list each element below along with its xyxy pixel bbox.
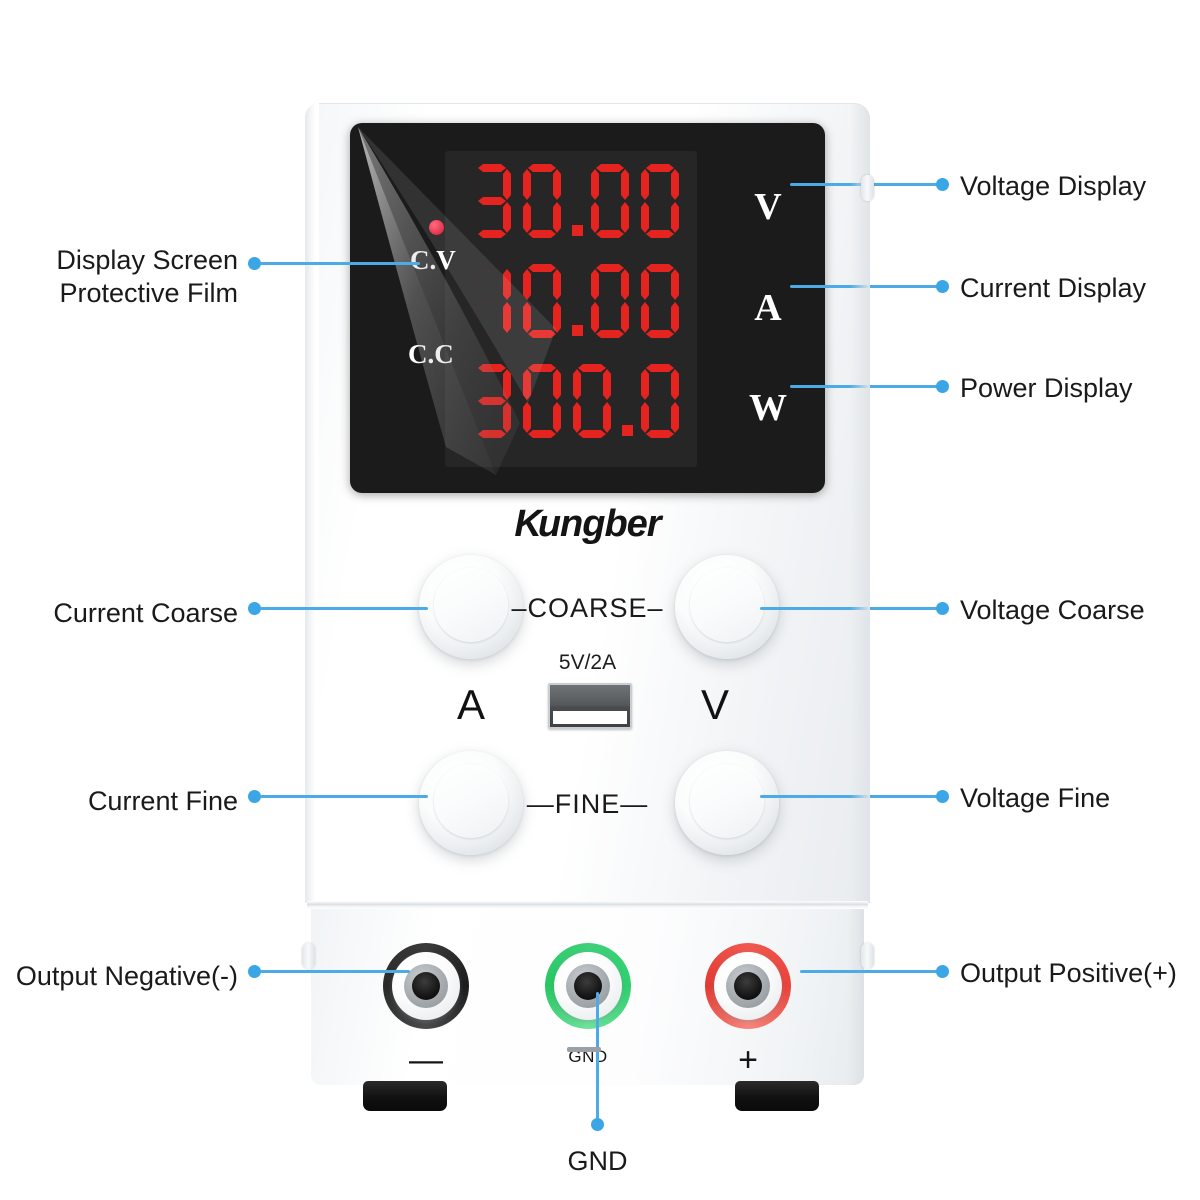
annotation-dot-power-display [936, 380, 949, 393]
annotation-dot-voltage-display [936, 178, 949, 191]
annotation-dot-current-display [936, 280, 949, 293]
current-digits [470, 263, 688, 339]
annotation-dot-voltage-fine [936, 790, 949, 803]
seg-digit [570, 363, 614, 439]
terminal-hole [412, 972, 440, 1000]
annotation-dot-output-negative [248, 965, 261, 978]
seg-digit [520, 263, 564, 339]
seg-digit [638, 263, 682, 339]
cv-mode-label: C.V [410, 245, 456, 275]
annotation-line-1: Current Coarse [53, 598, 238, 628]
annotation-dot-current-fine [248, 790, 261, 803]
annotation-label: Voltage Coarse [960, 595, 1145, 625]
annotation-power-display: Power Display [960, 372, 1133, 405]
annotation-line-1: Current Fine [87, 786, 238, 816]
annotation-current-coarse: Current Coarse [48, 597, 238, 630]
voltage-fine-knob[interactable] [675, 751, 779, 855]
annotation-voltage-display: Voltage Display [960, 170, 1146, 203]
usb-rating-label: 5V/2A [558, 651, 617, 674]
annotation-line-current-coarse [260, 607, 428, 610]
output-negative-terminal[interactable] [383, 943, 469, 1029]
power-supply-device: V A W C.V C.C [302, 103, 874, 1111]
annotation-dot-output-positive [936, 965, 949, 978]
output-positive-terminal[interactable] [705, 943, 791, 1029]
cc-mode-label: C.C [408, 339, 454, 369]
seg-digit [638, 163, 682, 239]
annotation-label: Voltage Fine [960, 783, 1111, 813]
side-screw-right-bottom [861, 943, 874, 969]
cv-indicator-led [429, 220, 444, 235]
voltage-letter-label: V [701, 681, 730, 728]
annotation-label: Current Display [960, 273, 1147, 303]
negative-symbol-label: — [409, 1041, 443, 1079]
voltage-unit-label: V [754, 186, 782, 228]
seg-digit [638, 363, 682, 439]
annotation-dot-voltage-coarse [936, 602, 949, 615]
rubber-foot-right [735, 1081, 819, 1111]
panel-seam [307, 901, 868, 909]
positive-symbol-label: + [738, 1041, 758, 1079]
current-unit-label: A [754, 287, 782, 329]
annotation-line-1: Output Negative(-) [15, 961, 238, 991]
annotation-voltage-fine: Voltage Fine [960, 782, 1110, 815]
fine-row-label: —FINE— [526, 789, 649, 819]
annotation-current-fine: Current Fine [48, 785, 238, 818]
seg-digit [588, 263, 632, 339]
led-display-screen: V A W C.V C.C [350, 123, 825, 493]
terminal-hole [734, 972, 762, 1000]
annotation-line-output-negative [260, 970, 410, 973]
brand-logo: Kungber [305, 503, 870, 546]
decimal-point [570, 163, 586, 239]
seg-digit [470, 163, 514, 239]
brand-name-rest: ungber [537, 503, 662, 545]
seg-digit [520, 363, 564, 439]
annotation-dot-gnd [591, 1118, 604, 1131]
annotation-line-display-film [260, 262, 420, 265]
seg-digit [470, 263, 514, 339]
power-digits [470, 363, 688, 439]
annotation-line-output-positive [800, 970, 938, 973]
ground-terminal[interactable] [545, 943, 631, 1029]
annotation-line-current-fine [260, 795, 428, 798]
annotation-dot-current-coarse [248, 602, 261, 615]
seg-digit [520, 163, 564, 239]
current-fine-knob[interactable] [419, 751, 523, 855]
annotation-label: Power Display [960, 373, 1133, 403]
current-letter-label: A [457, 681, 486, 728]
annotation-line-gnd [596, 992, 599, 1120]
side-screw-left-bottom [302, 943, 315, 969]
seg-digit [588, 163, 632, 239]
bottom-vent-slot [567, 1047, 601, 1052]
annotation-line-1: Display Screen [56, 245, 238, 275]
rubber-foot-left [363, 1081, 447, 1111]
annotation-label: GND [567, 1146, 628, 1176]
annotation-line-2: Protective Film [59, 277, 238, 308]
usb-port[interactable] [548, 683, 632, 729]
side-screw-right-top [861, 175, 874, 201]
decimal-point [570, 263, 586, 339]
annotation-display-film: Display Screen Protective Film [48, 244, 238, 310]
voltage-coarse-knob[interactable] [675, 555, 779, 659]
annotation-label: Voltage Display [960, 171, 1147, 201]
decimal-point [620, 363, 636, 439]
brand-k-mark: K [514, 503, 542, 545]
voltage-digits [470, 163, 688, 239]
seg-digit [470, 363, 514, 439]
annotation-output-positive: Output Positive(+) [960, 957, 1177, 990]
annotation-gnd: GND [0, 1145, 1195, 1178]
coarse-row-label: –COARSE– [511, 593, 664, 623]
annotation-current-display: Current Display [960, 272, 1146, 305]
annotation-dot-display-film [248, 257, 261, 270]
annotation-output-negative: Output Negative(-) [8, 960, 238, 993]
power-unit-label: W [749, 387, 787, 429]
current-coarse-knob[interactable] [419, 555, 523, 659]
annotation-label: Output Positive(+) [960, 958, 1177, 988]
annotation-voltage-coarse: Voltage Coarse [960, 594, 1145, 627]
